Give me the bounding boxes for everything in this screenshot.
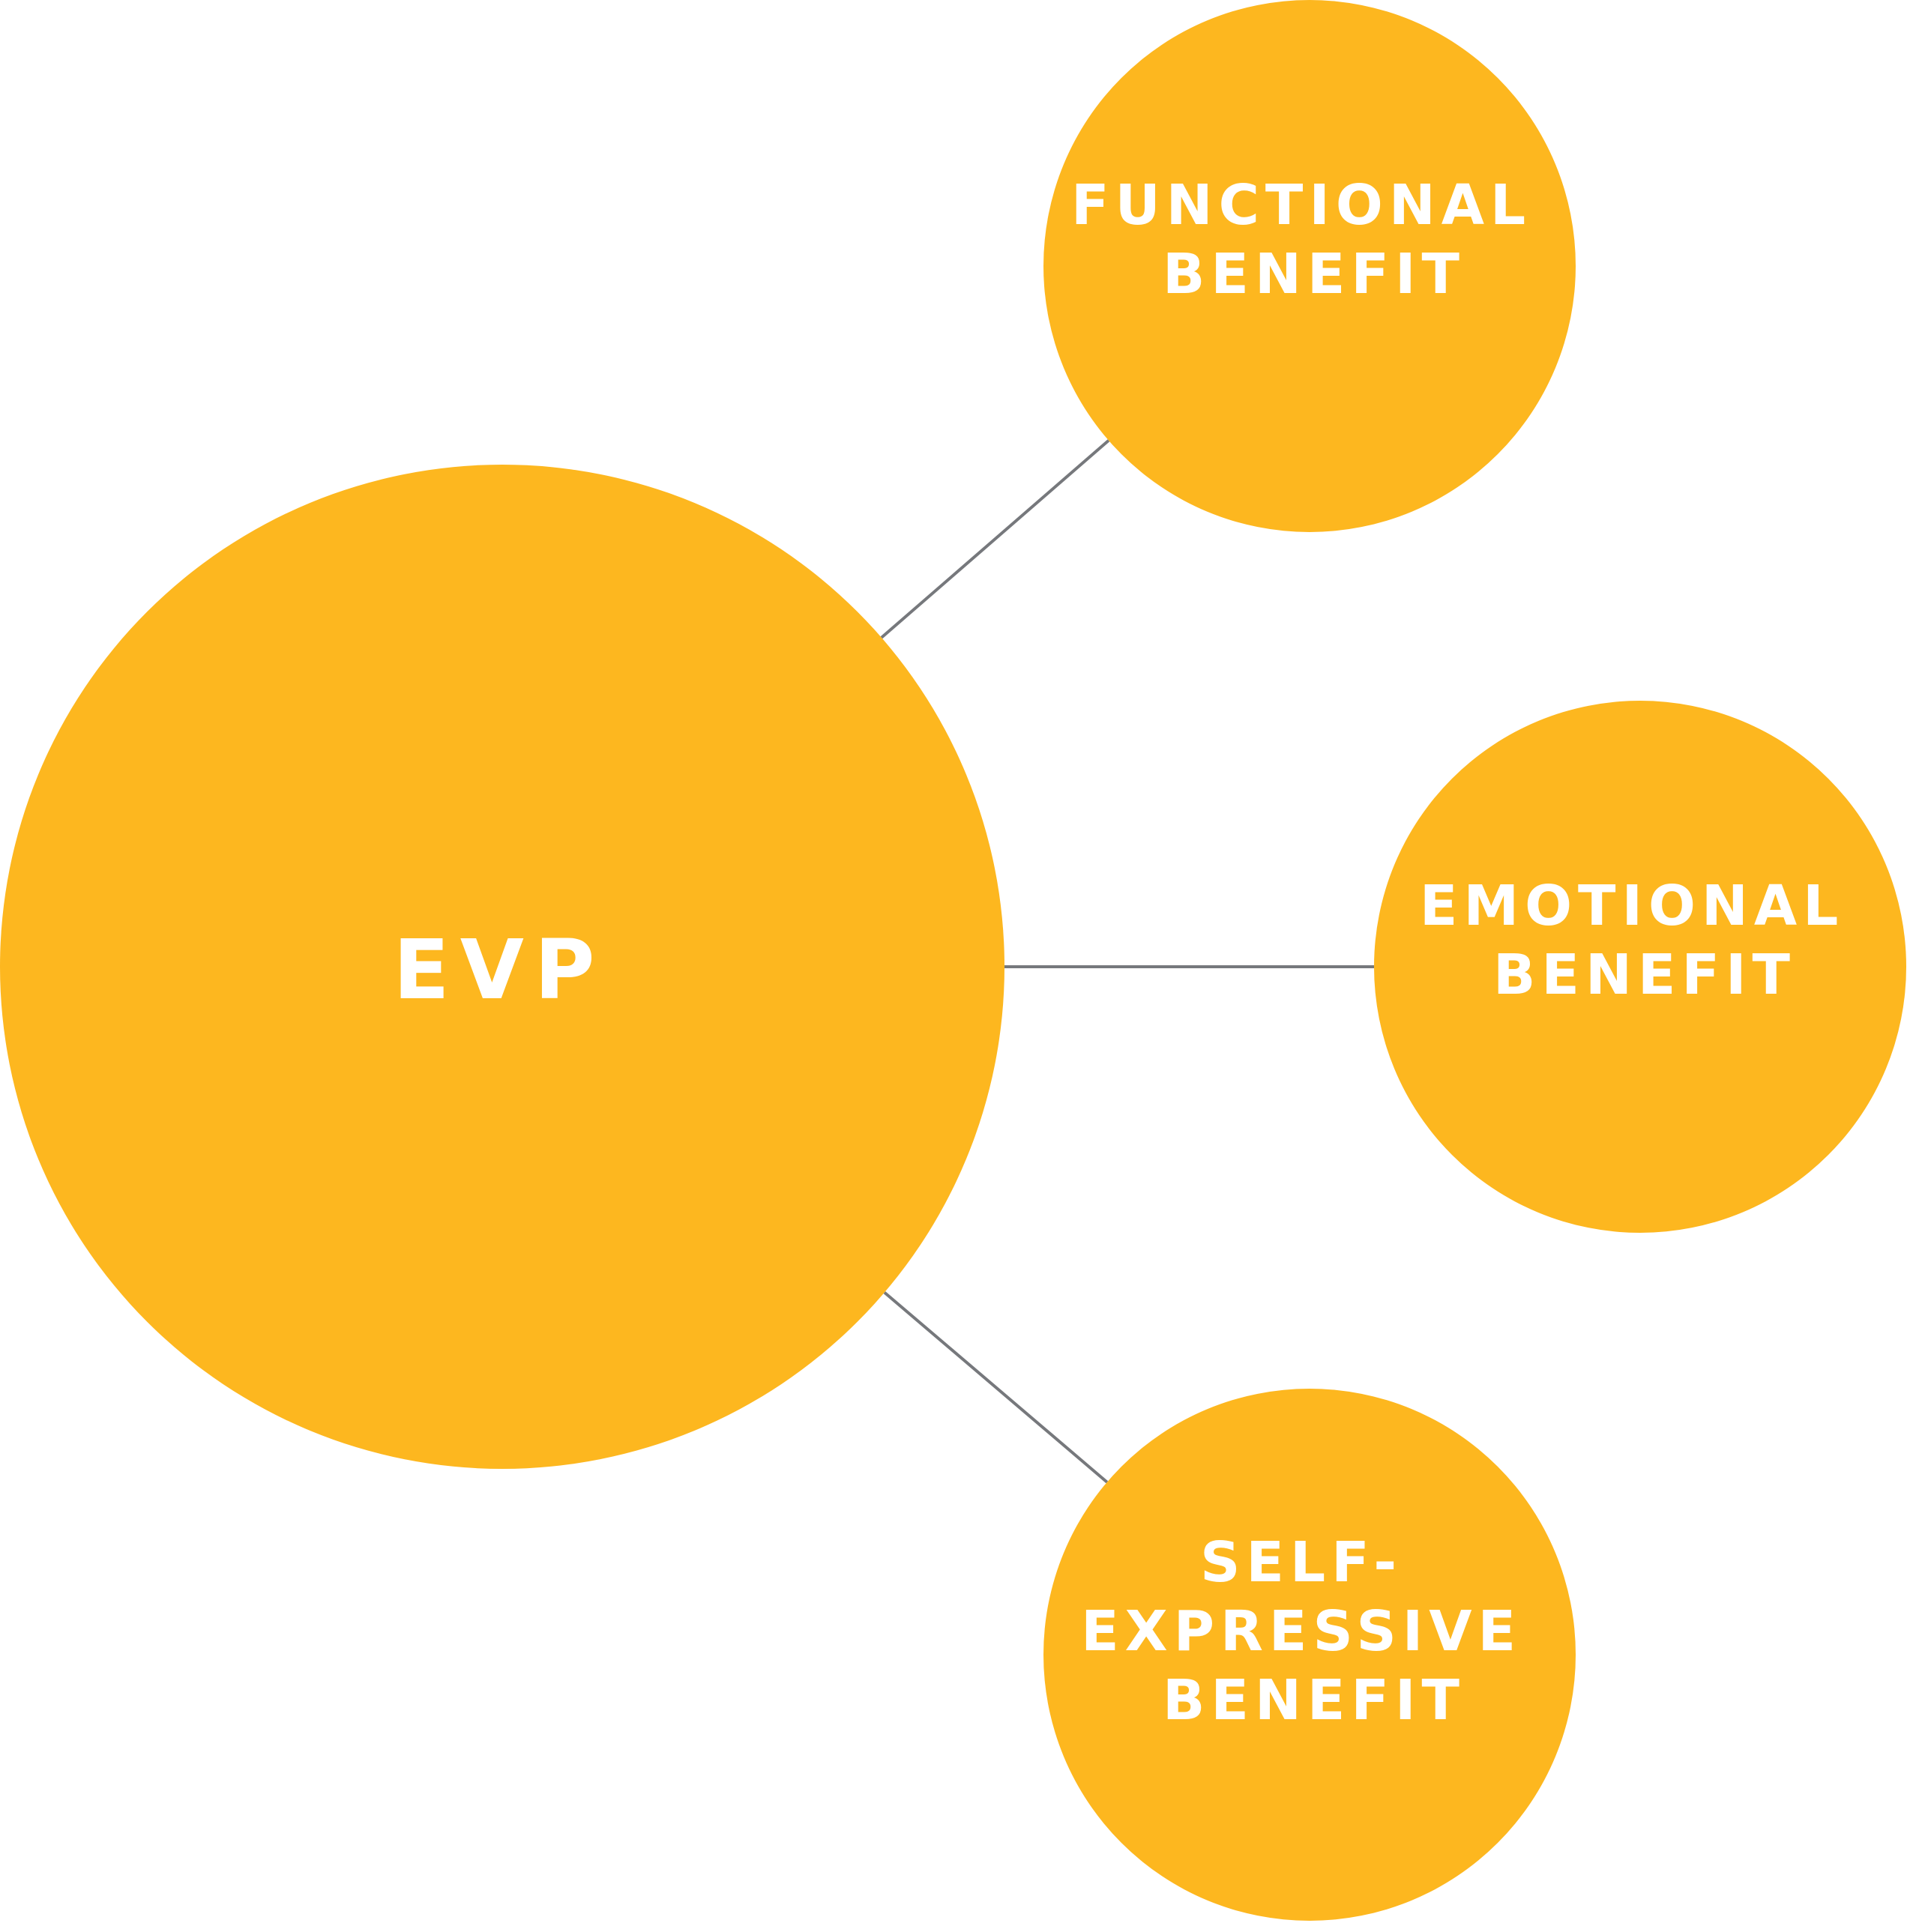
self-expressive-benefit-label-line: BENEFIT (1163, 1668, 1465, 1733)
connector-evp-functional (880, 439, 1110, 639)
emotional-benefit-circle (1374, 701, 1906, 1233)
self-expressive-benefit-label: SELF- EXPRESSIVE BENEFIT (1081, 1530, 1547, 1733)
emotional-benefit-label-line: EMOTIONAL (1420, 874, 1844, 938)
functional-benefit-label-line: FUNCTIONAL (1071, 173, 1531, 238)
evp-node: EVP (0, 465, 1004, 1469)
emotional-benefit-label: EMOTIONAL BENEFIT (1420, 874, 1870, 1007)
functional-benefit-circle (1043, 0, 1576, 532)
connector-evp-self-expressive (883, 1291, 1109, 1484)
evp-label: EVP (394, 922, 606, 1018)
emotional-benefit-label-line: BENEFIT (1493, 943, 1796, 1007)
self-expressive-benefit-node: SELF- EXPRESSIVE BENEFIT (1043, 1389, 1576, 1921)
connectors (880, 439, 1374, 1484)
self-expressive-benefit-label-line: EXPRESSIVE (1081, 1599, 1522, 1664)
emotional-benefit-node: EMOTIONAL BENEFIT (1374, 701, 1906, 1233)
evp-label-text: EVP (394, 922, 606, 1018)
functional-benefit-label: FUNCTIONAL BENEFIT (1071, 173, 1557, 307)
self-expressive-benefit-label-line: SELF- (1200, 1530, 1403, 1595)
functional-benefit-label-line: BENEFIT (1163, 242, 1465, 307)
evp-circle (0, 465, 1004, 1469)
self-expressive-benefit-circle (1043, 1389, 1576, 1921)
functional-benefit-node: FUNCTIONAL BENEFIT (1043, 0, 1576, 532)
